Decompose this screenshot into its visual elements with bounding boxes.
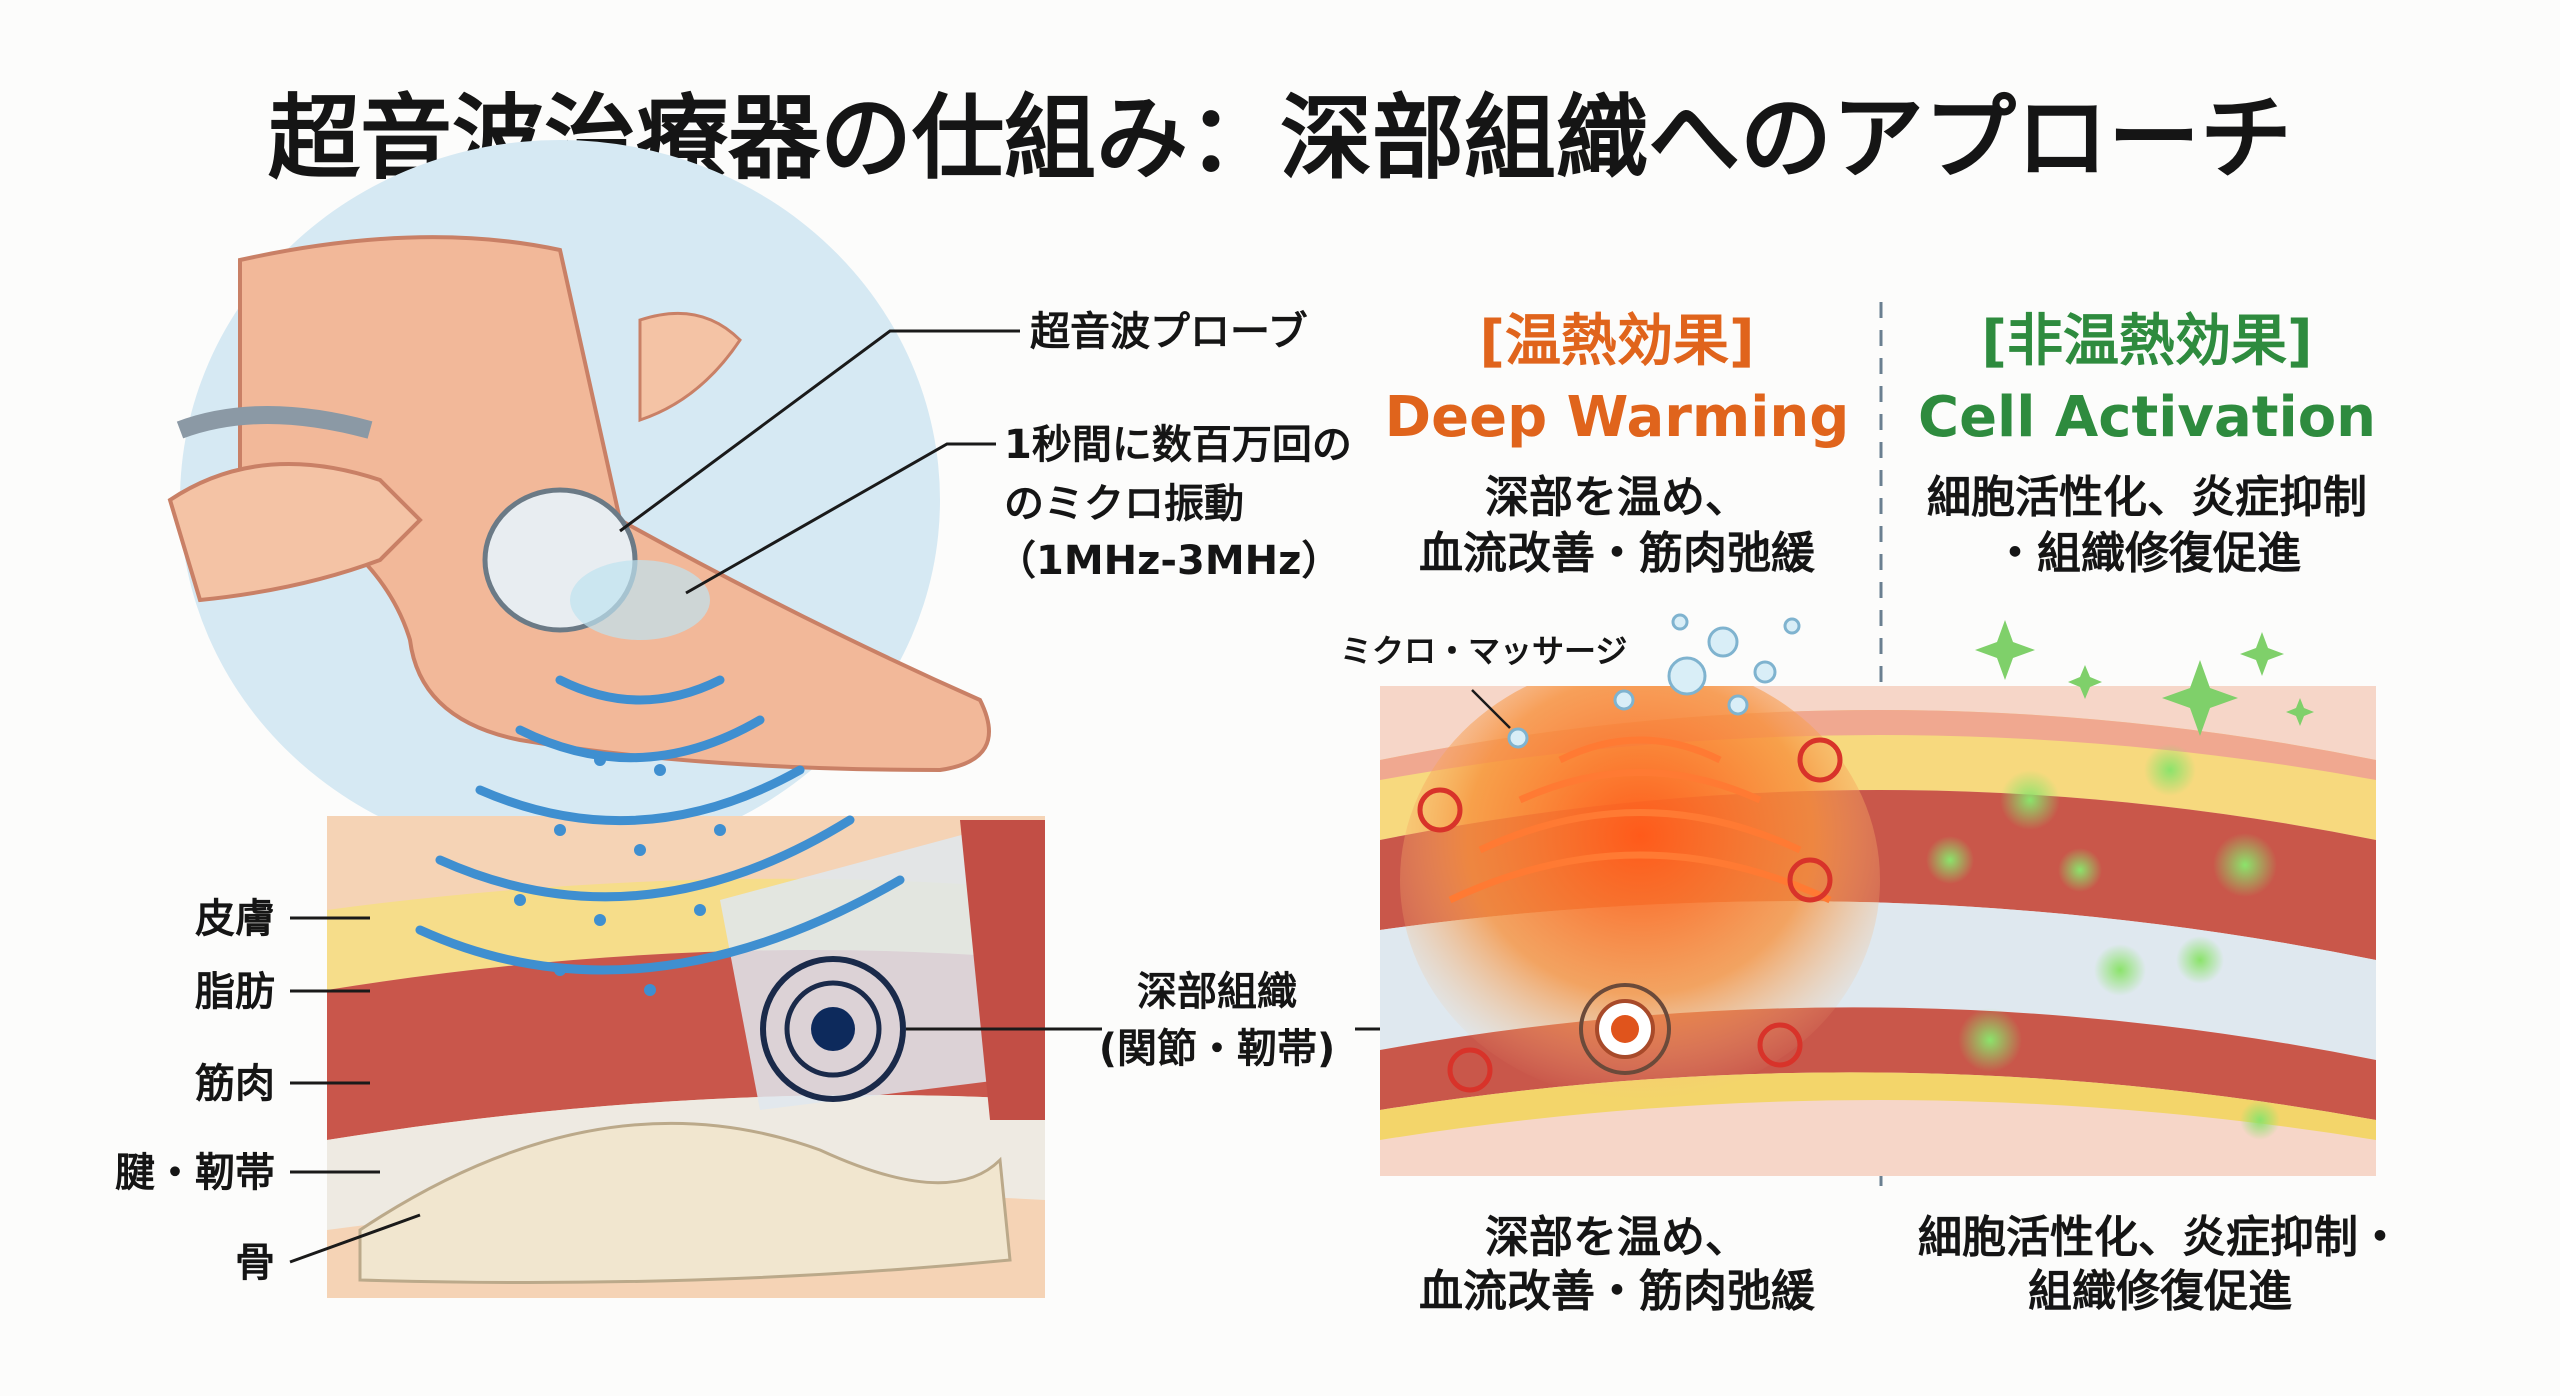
non-thermal-heading: [非温熱効果] — [1981, 309, 2312, 374]
thermal-subheading: Deep Warming — [1385, 385, 1850, 450]
vibration-label-line2: のミクロ振動 — [1004, 481, 1244, 527]
vibration-label-line1: 1秒間に数百万回の — [1004, 422, 1352, 468]
heat-zone — [1400, 686, 1880, 1100]
layer-label-skin: 皮膚 — [195, 896, 275, 942]
non-thermal-description-line1: 細胞活性化、炎症抑制 — [1927, 472, 2367, 523]
deep-tissue-target-left — [760, 956, 906, 1102]
layer-label-tendon: 腱・靭帯 — [115, 1150, 275, 1196]
tissue-comparison-section — [1380, 686, 2376, 1176]
micro-massage-pointer — [1471, 689, 1511, 729]
heat-waves — [1448, 736, 1832, 904]
non-thermal-bottom-description-line1: 細胞活性化、炎症抑制・ — [1918, 1212, 2402, 1263]
thermal-bottom-description-line2: 血流改善・筋肉弛緩 — [1419, 1266, 1816, 1317]
layer-label-bone: 骨 — [235, 1240, 275, 1286]
probe-cable — [176, 406, 373, 439]
probe-label: 超音波プローブ — [1030, 309, 1308, 355]
thermal-bottom-description-line1: 深部を温め、 — [1485, 1212, 1749, 1263]
non-thermal-description-line2: ・組織修復促進 — [1993, 528, 2301, 579]
circulation-arrows — [1417, 737, 1843, 1093]
vibration-label-line3: （1MHz-3MHz） — [996, 538, 1341, 584]
layer-label-fat: 脂肪 — [195, 969, 275, 1015]
layer-label-muscle: 筋肉 — [195, 1061, 275, 1107]
bubble-icons — [1507, 613, 1801, 749]
non-thermal-bottom-description-line2: 組織修復促進 — [2028, 1266, 2292, 1317]
deep-tissue-label-line1: 深部組織 — [1137, 969, 1297, 1015]
wave-dots — [514, 754, 726, 996]
thermal-heading: [温熱効果] — [1479, 309, 1754, 374]
gel — [570, 560, 710, 640]
tissue-cross-section — [327, 816, 1045, 1298]
thermal-description-line1: 深部を温め、 — [1485, 472, 1749, 523]
deep-tissue-label-line2: (関節・靭帯) — [1099, 1026, 1336, 1072]
sparkle-icons — [1975, 620, 2314, 736]
micro-massage-label: ミクロ・マッサージ — [1340, 632, 1627, 670]
layer-labels: 皮膚 脂肪 筋肉 腱・靭帯 骨 — [115, 896, 421, 1286]
thermal-description-line2: 血流改善・筋肉弛緩 — [1419, 528, 1816, 579]
foot-illustration — [167, 140, 1045, 1298]
ultrasound-waves — [415, 675, 905, 975]
non-thermal-subheading: Cell Activation — [1918, 385, 2376, 450]
cell-glows — [1926, 744, 2280, 1140]
deep-tissue-target-right — [1579, 983, 1671, 1075]
